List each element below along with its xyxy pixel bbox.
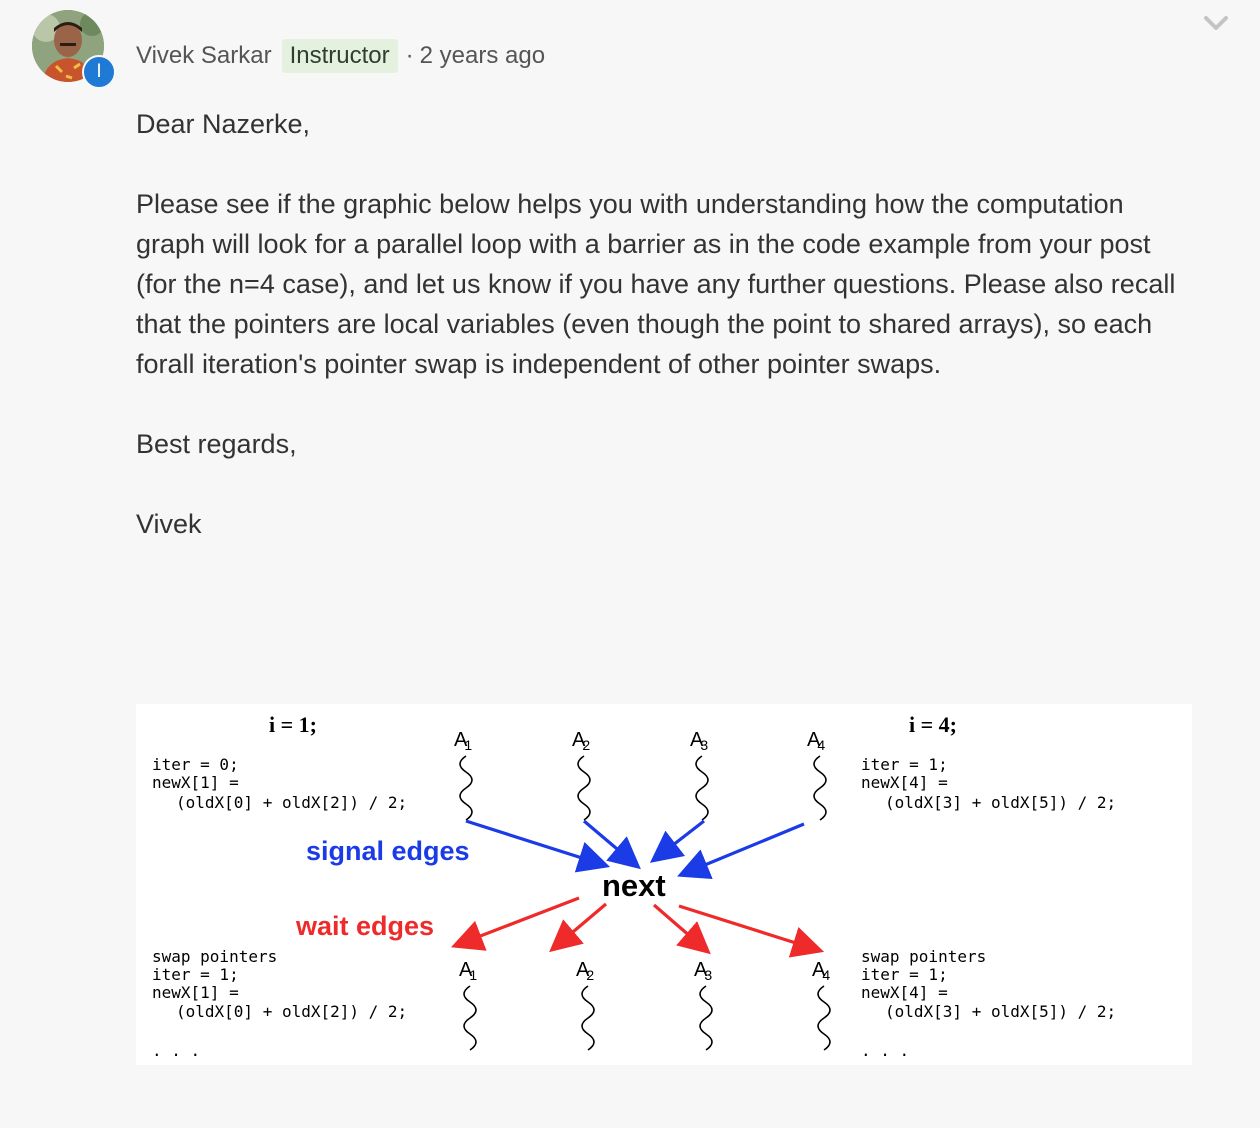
top-node-a3-label: A3 bbox=[690, 729, 708, 753]
signal-edges-label: signal edges bbox=[306, 836, 470, 866]
post-timestamp: 2 years ago bbox=[419, 42, 546, 69]
left-code-top-line-2: newX[1] = bbox=[152, 773, 239, 792]
post-closing: Best regards, bbox=[136, 429, 297, 459]
left-code-bottom-line-4: (oldX[0] + oldX[2]) / 2; bbox=[176, 1002, 407, 1021]
signal-edge-a2 bbox=[582, 819, 641, 870]
signal-edge-a3 bbox=[649, 819, 705, 863]
wait-edge-a3 bbox=[652, 903, 711, 955]
right-code-top-line-3: (oldX[3] + oldX[5]) / 2; bbox=[885, 793, 1116, 812]
left-code-bottom-ellipsis: . . . bbox=[152, 1041, 200, 1060]
top-squiggle-a1 bbox=[459, 755, 473, 821]
bottom-node-a1-label: A1 bbox=[459, 959, 477, 983]
top-squiggle-a2 bbox=[577, 755, 591, 821]
computation-graph-svg: i = 1; i = 4; iter = 0; newX[1] = (oldX[… bbox=[152, 712, 1116, 1060]
right-iteration-header: i = 4; bbox=[909, 712, 957, 737]
left-code-top-line-3: (oldX[0] + oldX[2]) / 2; bbox=[176, 793, 407, 812]
chevron-down-icon[interactable] bbox=[1200, 12, 1232, 36]
right-code-top-line-1: iter = 1; bbox=[861, 755, 948, 774]
bottom-squiggle-a3 bbox=[699, 985, 713, 1051]
left-code-top-line-1: iter = 0; bbox=[152, 755, 239, 774]
post-greeting: Dear Nazerke, bbox=[136, 109, 311, 139]
right-code-bottom-line-2: iter = 1; bbox=[861, 965, 948, 984]
right-code-bottom-line-1: swap pointers bbox=[861, 947, 986, 966]
role-badge: Instructor bbox=[281, 39, 398, 73]
top-node-a1-label: A1 bbox=[454, 729, 472, 753]
post-paragraph: Please see if the graphic below helps yo… bbox=[136, 189, 1176, 379]
wait-edges-label: wait edges bbox=[295, 911, 434, 941]
left-code-bottom-line-1: swap pointers bbox=[152, 947, 277, 966]
author-avatar[interactable]: I bbox=[32, 10, 116, 90]
right-code-bottom-line-4: (oldX[3] + oldX[5]) / 2; bbox=[885, 1002, 1116, 1021]
signal-edge-a1 bbox=[465, 819, 611, 873]
avatar-badge: I bbox=[82, 55, 116, 89]
bottom-squiggle-a2 bbox=[581, 985, 595, 1051]
bottom-squiggle-a4 bbox=[817, 985, 831, 1051]
wait-edge-a4 bbox=[678, 904, 825, 958]
computation-graph-figure: i = 1; i = 4; iter = 0; newX[1] = (oldX[… bbox=[136, 704, 1192, 1065]
bottom-node-a4-label: A4 bbox=[812, 959, 830, 983]
top-squiggle-a4 bbox=[813, 755, 827, 821]
left-code-bottom-line-2: iter = 1; bbox=[152, 965, 239, 984]
post-header: Vivek Sarkar Instructor · 2 years ago bbox=[136, 36, 545, 76]
bottom-node-a3-label: A3 bbox=[694, 959, 712, 983]
post-body: Dear Nazerke, Please see if the graphic … bbox=[136, 104, 1176, 544]
right-code-bottom-ellipsis: . . . bbox=[861, 1041, 909, 1060]
left-iteration-header: i = 1; bbox=[269, 712, 317, 737]
wait-edge-a1 bbox=[451, 896, 580, 951]
right-code-bottom-line-3: newX[4] = bbox=[861, 983, 948, 1002]
bottom-node-a2-label: A2 bbox=[576, 959, 594, 983]
top-squiggle-a3 bbox=[695, 755, 709, 821]
bottom-squiggle-a1 bbox=[463, 985, 477, 1051]
next-barrier-label: next bbox=[602, 868, 666, 903]
post-signature: Vivek bbox=[136, 509, 202, 539]
top-node-a2-label: A2 bbox=[572, 729, 590, 753]
left-code-bottom-line-3: newX[1] = bbox=[152, 983, 239, 1002]
right-code-top-line-2: newX[4] = bbox=[861, 773, 948, 792]
avatar-photo bbox=[32, 10, 104, 82]
author-name[interactable]: Vivek Sarkar bbox=[136, 42, 272, 69]
wait-edge-a2 bbox=[549, 902, 608, 953]
top-node-a4-label: A4 bbox=[807, 729, 825, 753]
meta-separator: · bbox=[405, 42, 414, 69]
signal-edge-a4 bbox=[677, 822, 805, 880]
